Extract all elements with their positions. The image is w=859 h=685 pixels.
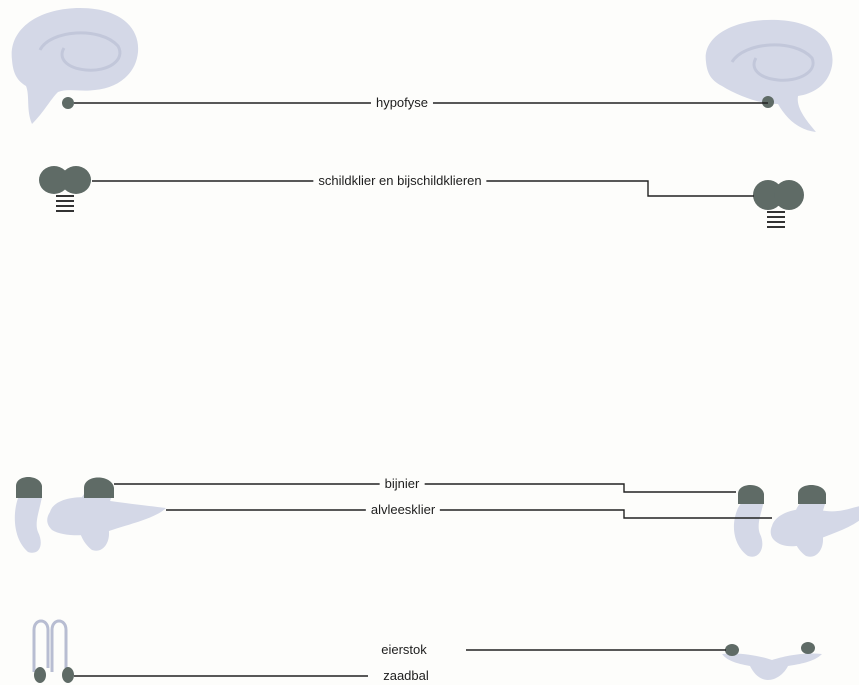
left-kidneys-pancreas bbox=[14, 477, 166, 553]
right-brain bbox=[705, 19, 833, 132]
left-testes bbox=[32, 619, 74, 683]
bijnier-line bbox=[114, 483, 736, 493]
left-hypofyse-dot bbox=[62, 97, 74, 109]
alvleesklier-line bbox=[166, 509, 772, 519]
label-eierstok: eierstok bbox=[376, 642, 432, 658]
right-ovaries-uterus bbox=[722, 642, 822, 680]
label-alvleesklier: alvleesklier bbox=[365, 502, 441, 518]
label-hypofyse: hypofyse bbox=[370, 95, 434, 111]
right-thyroid bbox=[753, 180, 804, 228]
right-kidneys-pancreas bbox=[733, 485, 859, 557]
label-bijnier: bijnier bbox=[379, 476, 425, 492]
right-hypofyse-dot bbox=[762, 96, 774, 108]
label-zaadbal: zaadbal bbox=[378, 668, 434, 684]
left-brain bbox=[11, 8, 139, 124]
label-schildklier: schildklier en bijschildklieren bbox=[313, 173, 487, 189]
left-thyroid bbox=[39, 166, 91, 212]
